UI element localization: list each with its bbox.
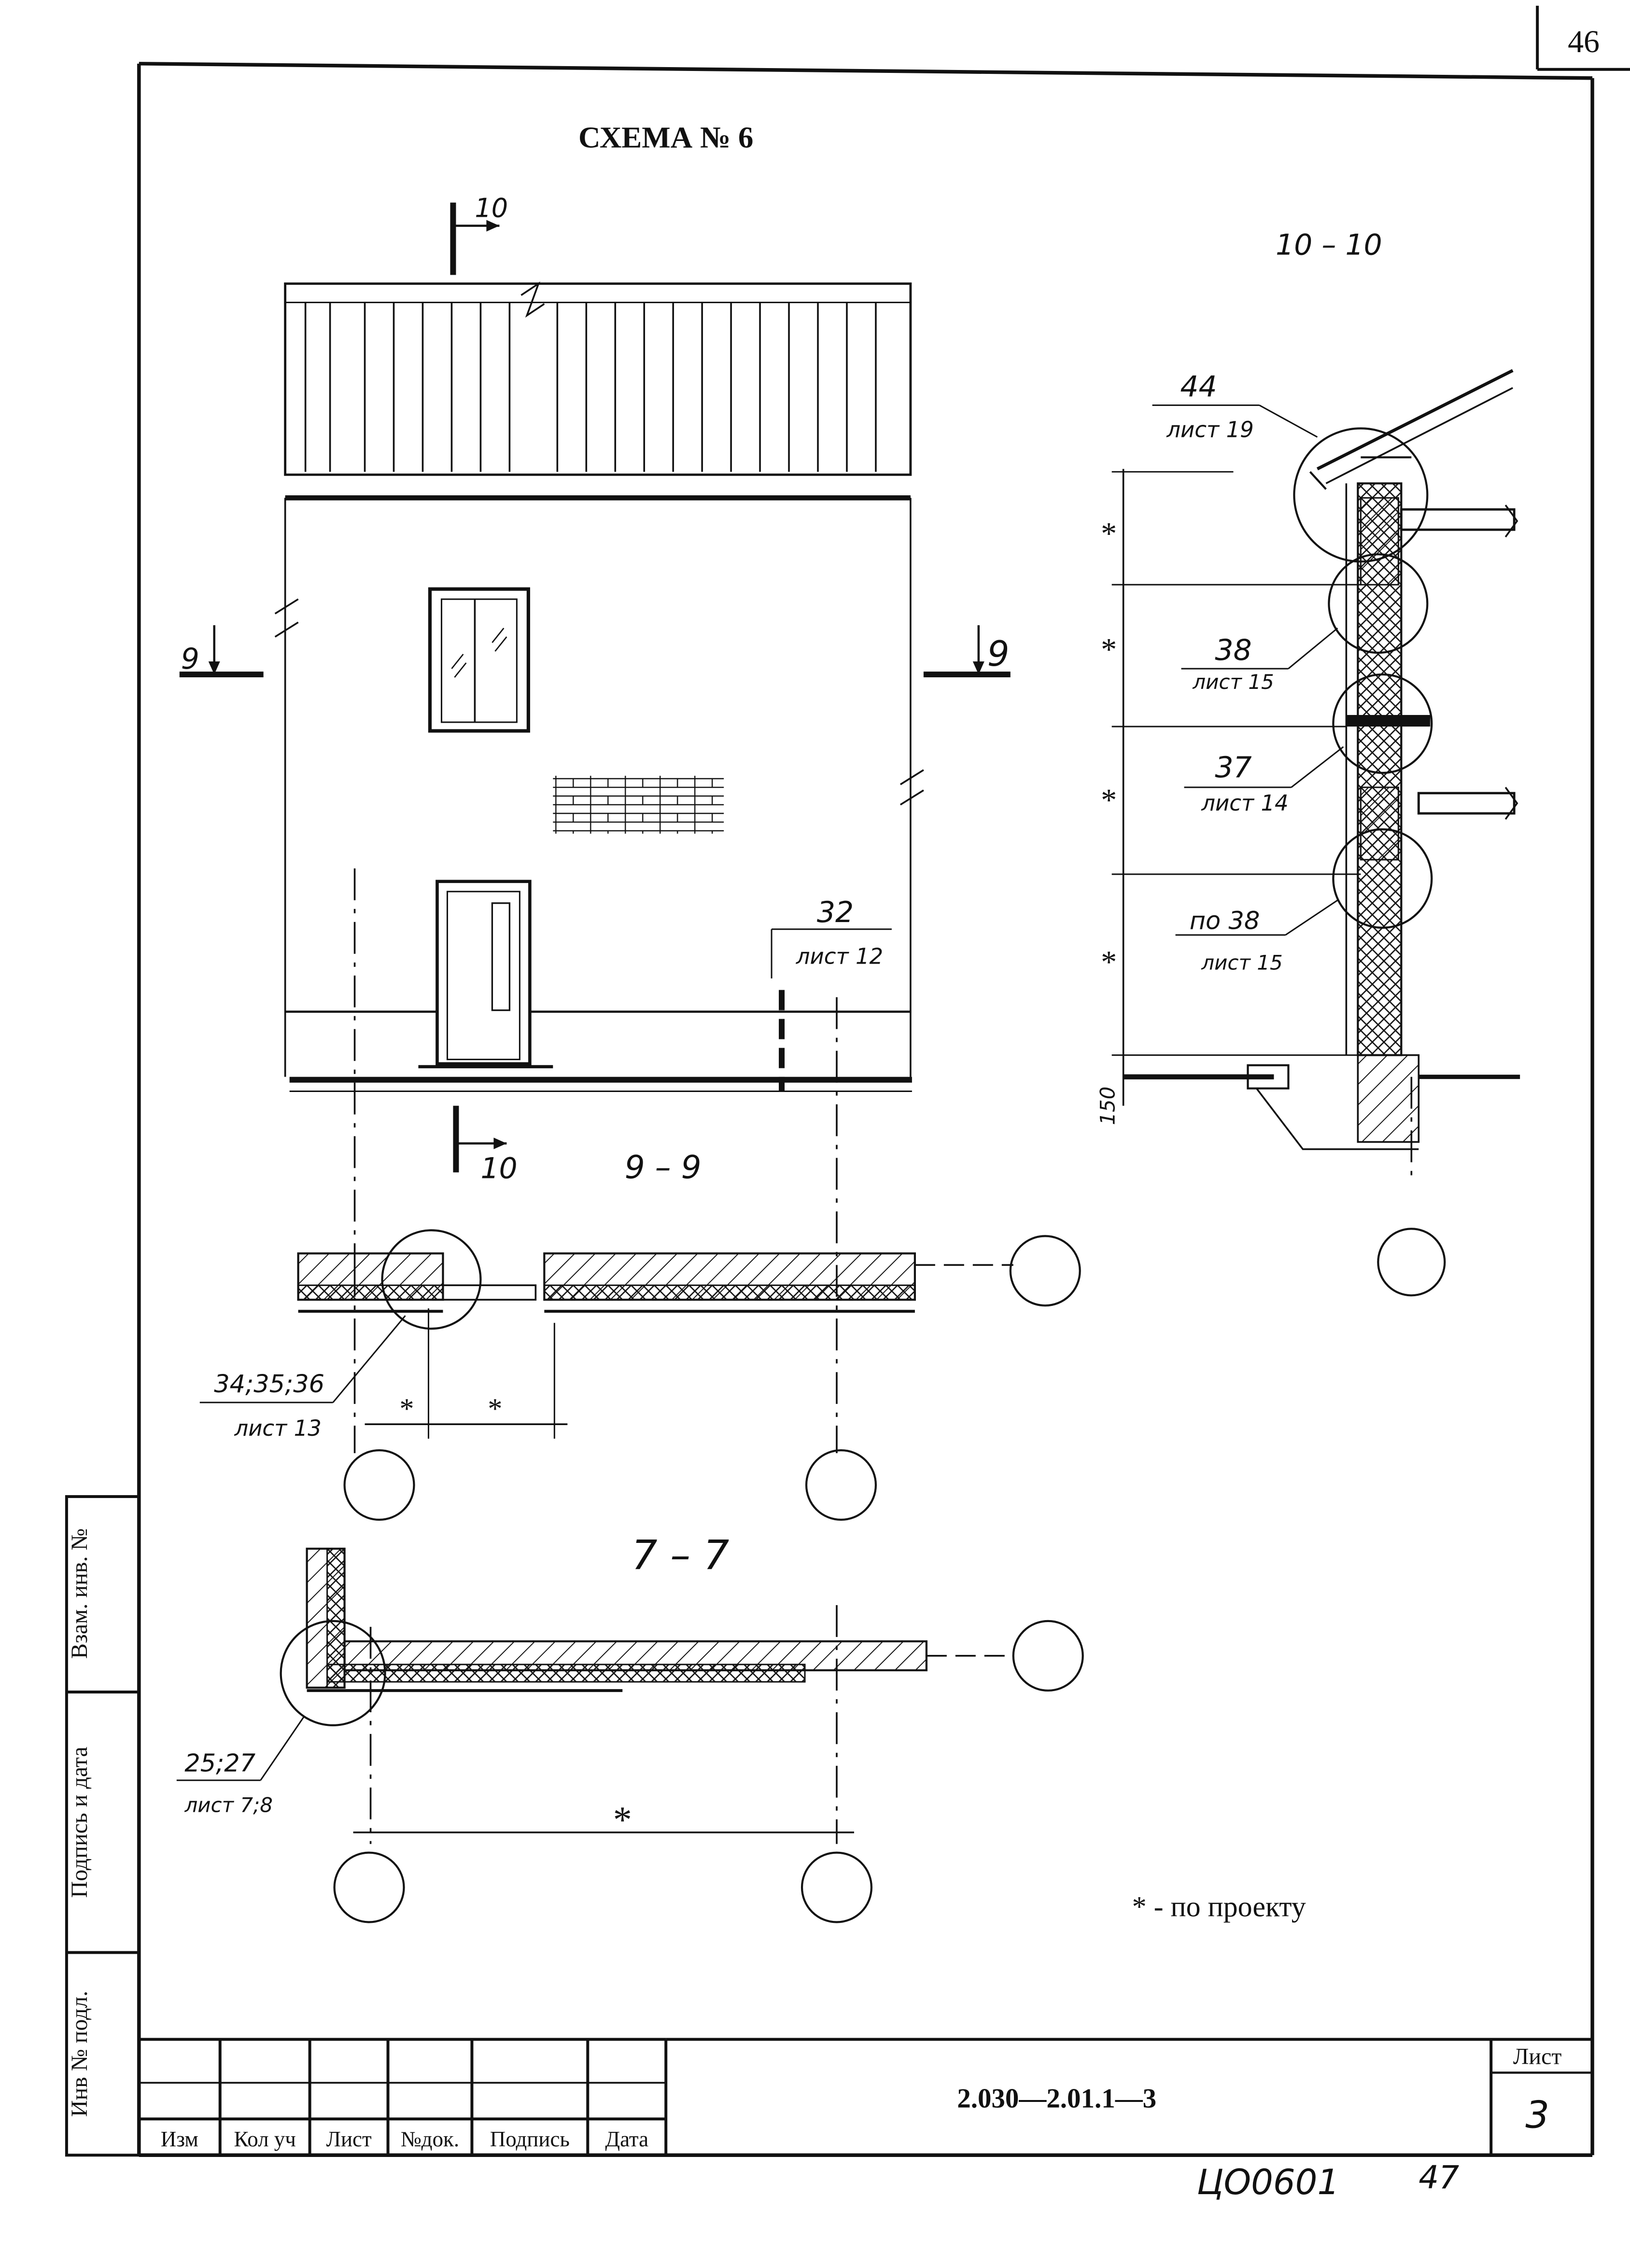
callout-44-sheet: лист 19 xyxy=(1166,417,1253,442)
axis-circle-9-9-mid xyxy=(805,1449,877,1521)
tb-list: Лист xyxy=(326,2127,371,2151)
scheme-title: СХЕМА № 6 xyxy=(578,121,753,154)
axis-circle-7-7-mid xyxy=(801,1851,873,1923)
section-marker-10-top: 10 xyxy=(450,193,508,275)
tb-doc-code: 2.030—2.01.1—3 xyxy=(957,2083,1156,2114)
stamp-vzam-inv: Взам. инв. № xyxy=(67,1528,92,1659)
tb-podpis: Подпись xyxy=(490,2127,570,2151)
axis-circle-7-7-right xyxy=(1012,1620,1084,1692)
dim-star-7: * xyxy=(613,1799,632,1841)
callout-44-num: 44 xyxy=(1180,370,1217,404)
dim-star-9b: * xyxy=(488,1393,502,1425)
marker-10-bottom-label: 10 xyxy=(480,1151,517,1185)
axis-circle-7-7-left xyxy=(333,1851,405,1923)
section-marker-9-right: 9 xyxy=(923,625,1011,678)
callout-38-sheet: лист 15 xyxy=(1192,670,1274,694)
section-9-9: 9 – 9 * * xyxy=(297,1148,1081,1521)
section-marker-9-left: 9 xyxy=(179,625,264,678)
callout-343536-sheet: лист 13 xyxy=(234,1415,321,1441)
axis-circle-9-9-right xyxy=(1009,1235,1081,1307)
callout-2527-num: 25;27 xyxy=(184,1750,255,1778)
section-7-7: 7 – 7 * xyxy=(280,1531,1084,1923)
dim-star-3: * xyxy=(1101,783,1117,818)
callout-32-num: 32 xyxy=(817,896,854,929)
axis-circle-10-10 xyxy=(1377,1228,1446,1297)
callout-343536: 34;35;36 лист 13 xyxy=(199,1315,406,1441)
section-10-10: 10 – 10 * * * * 150 xyxy=(1096,228,1520,1297)
stamp-podpis-data: Подпись и дата xyxy=(67,1747,92,1898)
axis-circle-9-9-left xyxy=(343,1449,415,1521)
tb-data: Дата xyxy=(605,2127,648,2151)
marker-9-right-label: 9 xyxy=(987,633,1010,674)
side-stamp: Инв № подл. Подпись и дата Взам. инв. № xyxy=(65,1495,141,2157)
dim-star-4: * xyxy=(1101,945,1117,980)
callout-38: 38 лист 15 xyxy=(1181,627,1338,694)
dim-star-2: * xyxy=(1101,632,1117,667)
callout-po38-sheet: лист 15 xyxy=(1201,951,1282,975)
callout-37-sheet: лист 14 xyxy=(1201,790,1288,816)
tb-izm: Изм xyxy=(161,2127,198,2151)
bottom-number: 47 xyxy=(1419,2159,1459,2196)
tb-sheet-label: Лист xyxy=(1513,2044,1561,2069)
page-number: 46 xyxy=(1568,24,1600,59)
footnote: * - по проекту xyxy=(1132,1891,1306,1923)
stamp-inv-podl: Инв № подл. xyxy=(67,1991,92,2117)
tb-sheet-number: 3 xyxy=(1525,2093,1549,2137)
tb-kol-uch: Кол уч xyxy=(234,2127,295,2151)
section-9-9-label: 9 – 9 xyxy=(625,1148,702,1186)
bottom-code: ЦО0601 xyxy=(1197,2162,1340,2202)
callout-2527: 25;27 лист 7;8 xyxy=(176,1716,305,1817)
callout-2527-sheet: лист 7;8 xyxy=(184,1793,273,1817)
callout-44: 44 лист 19 xyxy=(1152,370,1318,442)
marker-10-top-label: 10 xyxy=(475,193,508,224)
dim-150: 150 xyxy=(1096,1086,1120,1125)
callout-po38: по 38 лист 15 xyxy=(1175,899,1338,975)
tb-ndok: №док. xyxy=(401,2127,459,2151)
callout-37-num: 37 xyxy=(1215,751,1251,784)
callout-37: 37 лист 14 xyxy=(1184,746,1344,816)
section-7-7-label: 7 – 7 xyxy=(632,1531,729,1579)
marker-9-left-label: 9 xyxy=(181,642,199,676)
callout-po38-num: по 38 xyxy=(1190,907,1260,936)
callout-32-sheet: лист 12 xyxy=(796,944,883,969)
callout-32: 32 лист 12 xyxy=(771,896,892,979)
section-10-10-label: 10 – 10 xyxy=(1276,228,1382,262)
facade-elevation xyxy=(274,281,924,1265)
dim-star-9a: * xyxy=(400,1393,414,1425)
section-marker-10-bottom: 10 xyxy=(453,1106,518,1185)
page-number-box: 46 xyxy=(1536,5,1630,71)
callout-38-num: 38 xyxy=(1215,633,1251,667)
dim-star-1: * xyxy=(1101,516,1117,551)
title-block: Изм Кол уч Лист №док. Подпись Дата 2.030… xyxy=(139,2038,1593,2156)
callout-343536-num: 34;35;36 xyxy=(214,1370,324,1399)
